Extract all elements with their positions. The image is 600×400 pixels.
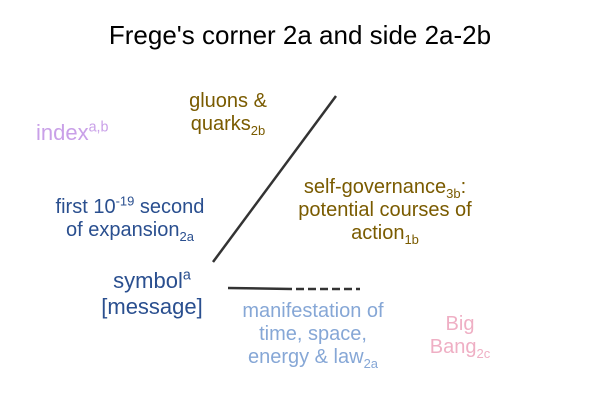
selfgov-line1a: self-governance <box>303 176 447 198</box>
bigbang-sub: 2c <box>476 346 491 361</box>
symbol-line2: [message] <box>101 294 203 319</box>
gluons-line1: gluons & <box>189 90 267 112</box>
bigbang-line2: Bang2c <box>420 336 500 361</box>
label-first-second: first 10-19 second of expansion2a <box>30 193 230 244</box>
first-line2: of expansion2a <box>30 219 230 244</box>
index-sup: a,b <box>88 119 109 136</box>
first-line2-text: of expansion <box>66 219 180 241</box>
selfgov-line3: action1b <box>270 222 500 247</box>
selfgov-line3-text: action <box>351 222 405 244</box>
manifestation-line3-text: energy & law <box>247 346 364 368</box>
first-line1: first 10-19 second <box>30 193 230 219</box>
index-text: index <box>36 120 89 145</box>
symbol-sup: a <box>182 267 191 284</box>
first-post: second <box>134 196 205 218</box>
manifestation-line3: energy & law2a <box>218 346 408 371</box>
manifestation-line2: time, space, <box>259 323 367 345</box>
selfgov-sub3: 1b <box>404 232 419 247</box>
bigbang-line2-text: Bang <box>429 336 477 358</box>
symbol-line1: symbola <box>82 268 222 294</box>
first-sub: 2a <box>179 229 194 244</box>
selfgov-line1b: : <box>460 176 467 198</box>
bigbang-line1: Big <box>445 313 475 335</box>
selfgov-line2: potential courses of <box>298 199 472 221</box>
selfgov-line1: self-governance3b: <box>270 176 500 201</box>
diagonal-side-line <box>211 95 338 263</box>
manifestation-line1: manifestation of <box>242 300 384 322</box>
label-symbol: symbola [message] <box>82 268 222 320</box>
first-sup: -19 <box>115 193 135 209</box>
gluons-sub: 2b <box>250 123 266 138</box>
manifestation-sub: 2a <box>363 356 379 371</box>
gluons-line2: quarks2b <box>178 113 278 138</box>
gluons-line2-text: quarks <box>190 113 251 135</box>
first-pre: first 10 <box>55 196 116 218</box>
label-index: indexa,b <box>36 120 108 146</box>
label-self-governance: self-governance3b: potential courses of … <box>270 176 500 247</box>
horizontal-solid-line <box>227 286 293 291</box>
label-manifestation: manifestation of time, space, energy & l… <box>218 300 408 371</box>
symbol-text: symbol <box>113 268 183 293</box>
label-big-bang: Big Bang2c <box>420 313 500 361</box>
label-gluons-quarks: gluons & quarks2b <box>178 90 278 138</box>
selfgov-sub1: 3b <box>446 186 461 201</box>
diagram-title: Frege's corner 2a and side 2a-2b <box>108 20 492 50</box>
